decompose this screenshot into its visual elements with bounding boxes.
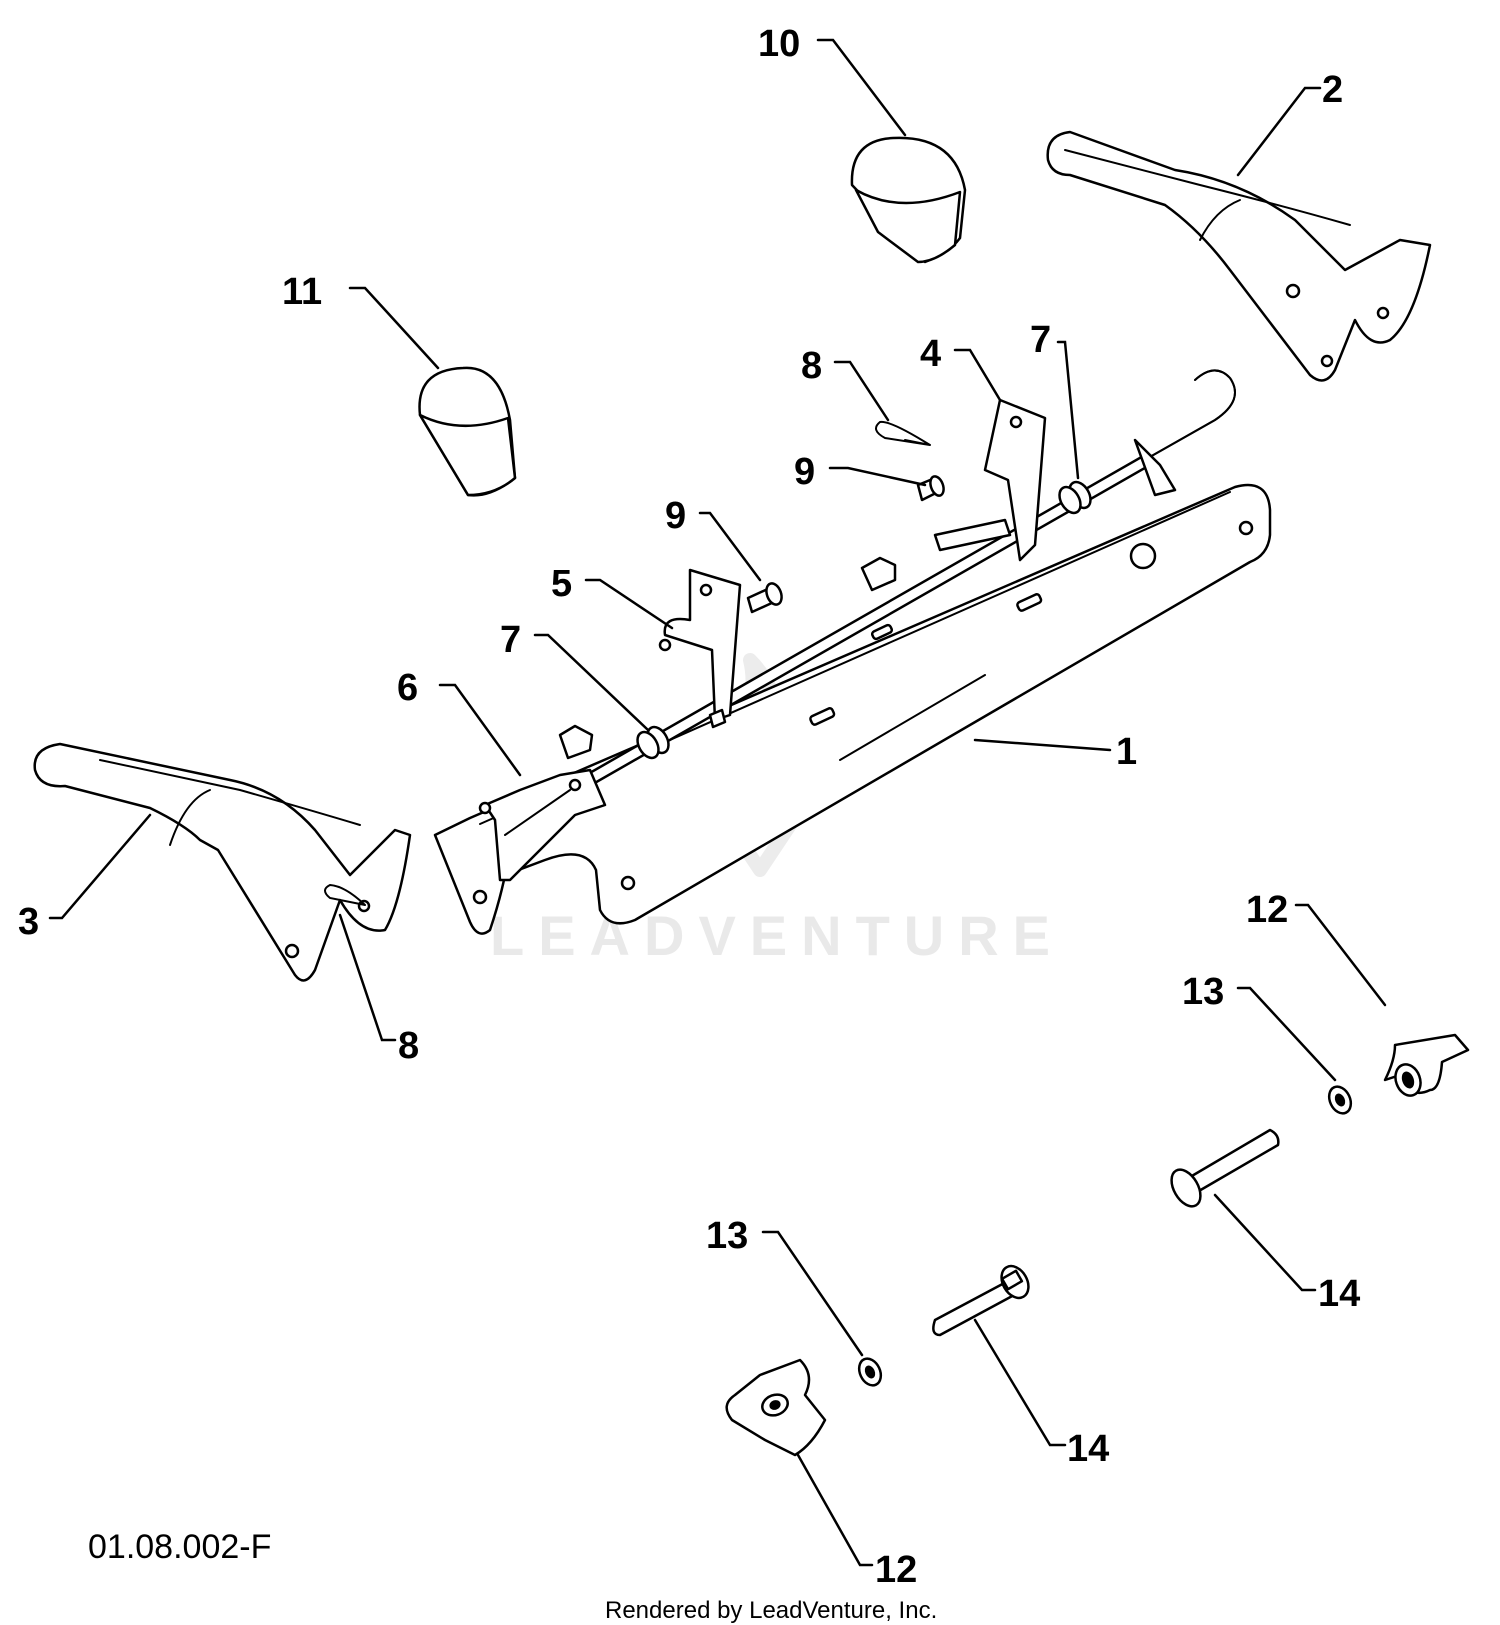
part-10-knob [850, 136, 967, 264]
part-13-washer [1327, 1085, 1353, 1115]
part-14-carriage-bolt [1170, 1128, 1280, 1208]
part-2-lever [1046, 130, 1432, 382]
part-6-pivot-bracket [478, 768, 607, 882]
part-9-bolt [746, 582, 783, 614]
callout-3: 3 [18, 901, 39, 943]
callout-labels: 10 2 11 8 4 7 9 9 5 7 6 1 3 8 12 13 14 1… [18, 23, 1360, 1591]
callout-11: 11 [282, 271, 322, 313]
part-7-bushing [1058, 480, 1092, 515]
callout-7: 7 [1030, 319, 1051, 361]
part-12-star-knob [725, 1358, 827, 1457]
callout-4: 4 [920, 333, 941, 375]
watermark-text: LEADVENTURE [490, 904, 1064, 967]
part-8-hairpin-clip [875, 420, 931, 446]
part-14-carriage-bolt [932, 1264, 1030, 1337]
callout-9: 9 [665, 495, 686, 537]
callout-10: 10 [758, 23, 800, 65]
callout-9: 9 [794, 451, 815, 493]
part-5-bracket [658, 568, 742, 722]
render-credit: Rendered by LeadVenture, Inc. [605, 1597, 937, 1624]
part-11-knob [418, 366, 517, 497]
part-3-lever [33, 742, 412, 982]
callout-6: 6 [397, 667, 418, 709]
callout-8: 8 [398, 1025, 419, 1067]
callout-12: 12 [875, 1549, 917, 1591]
part-12-star-knob [1383, 1033, 1470, 1097]
rail-tab [558, 724, 594, 760]
callout-7: 7 [500, 619, 521, 661]
part-7-bushing [636, 725, 670, 760]
part-9-bolt [916, 475, 945, 502]
part-8-hairpin-clip [324, 883, 366, 906]
leader-lines [48, 38, 1387, 1567]
callout-13: 13 [1182, 971, 1224, 1013]
diagram-code: 01.08.002-F [88, 1528, 271, 1566]
callout-14: 14 [1318, 1273, 1360, 1315]
callout-5: 5 [551, 563, 572, 605]
callout-13: 13 [706, 1215, 748, 1257]
part-1-mounting-plate [433, 483, 1272, 935]
callout-1: 1 [1116, 731, 1137, 773]
part-4-bracket [933, 398, 1047, 562]
part-13-washer [857, 1357, 883, 1387]
callout-8: 8 [801, 345, 822, 387]
rail-tab [860, 556, 897, 592]
rail-screw [708, 708, 727, 729]
callout-12: 12 [1246, 889, 1288, 931]
callout-14: 14 [1067, 1428, 1109, 1470]
callout-2: 2 [1322, 69, 1343, 111]
